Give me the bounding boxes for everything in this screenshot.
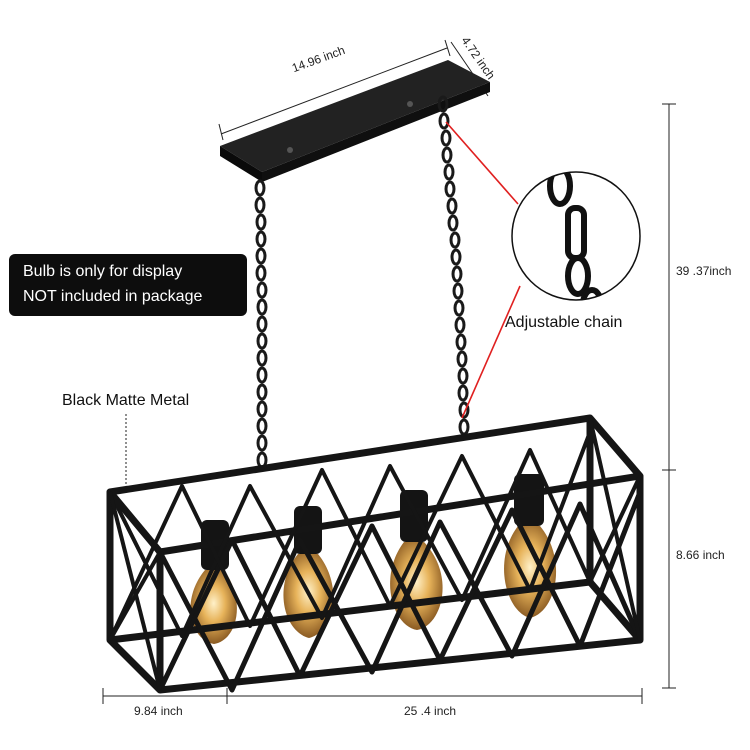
material-callout: Black Matte Metal	[62, 392, 190, 409]
left-chain	[254, 179, 268, 469]
bulb-not-included-notice: Bulb is only for display NOT included in…	[9, 254, 247, 316]
notice-line-1: Bulb is only for display	[23, 263, 183, 280]
body-length-label: 25 .4 inch	[404, 704, 457, 718]
chain-zoom-circle	[511, 171, 641, 301]
bulb-4	[504, 474, 557, 618]
chain-height-label: 39 .37inch	[676, 264, 732, 278]
dimension-lines	[102, 39, 676, 704]
chain-callout-lines	[445, 121, 521, 419]
right-chain	[437, 95, 470, 436]
body-depth-label: 9.84 inch	[134, 704, 183, 718]
ceiling-canopy	[220, 60, 490, 182]
chain-callout: Adjustable chain	[505, 314, 623, 331]
body-height-label: 8.66 inch	[676, 548, 725, 562]
notice-line-2: NOT included in package	[23, 288, 203, 305]
cage-frame	[106, 414, 644, 694]
